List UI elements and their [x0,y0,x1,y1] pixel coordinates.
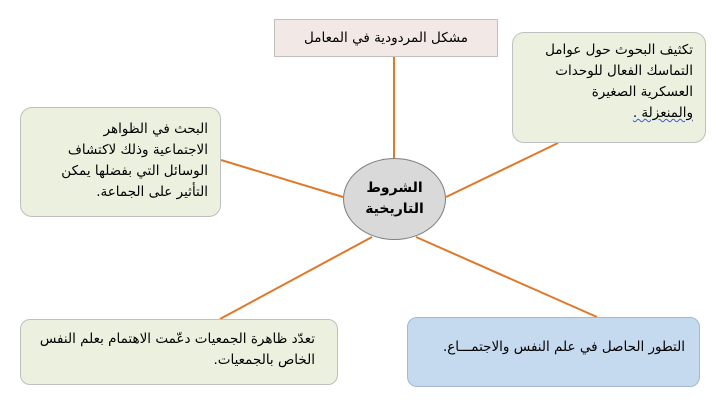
node-left-line: البحث في الظواهر [103,121,208,137]
center-node-line: الشروط [366,180,423,196]
connector-line-top-right [445,142,559,198]
node-top-text: مشكل المردودية في المعامل [304,29,468,46]
node-top: مشكل المردودية في المعامل [274,19,498,57]
node-bottom-left-line: تعدّد ظاهرة الجمعيات دعّمت الاهتمام بعلم… [39,331,315,347]
node-left-line: التأثير على الجماعة. [96,184,208,200]
node-bottom-left: تعدّد ظاهرة الجمعيات دعّمت الاهتمام بعلم… [20,319,338,385]
node-top-right-line: والمنعزلة . [632,105,693,121]
node-left-line: الوسائل التي بفضلها يمكن [61,163,208,179]
connector-line-left [220,159,344,198]
connector-line-bottom-left [219,236,373,320]
node-top-right-line: التماسك الفعال للوحدات [555,63,693,79]
node-bottom-right-text: التطور الحاصل في علم النفس والاجتمـــاع. [442,339,685,355]
node-top-right-line: تكثيف البحوث حول عوامل [545,42,693,58]
node-top-right: تكثيف البحوث حول عوامل التماسك الفعال لل… [512,32,706,143]
center-node: الشروط التاريخية [343,158,446,240]
connector-line-bottom-right [415,236,598,318]
node-bottom-left-line: الخاص بالجمعيات. [213,352,315,368]
node-bottom-right: التطور الحاصل في علم النفس والاجتمـــاع. [407,317,700,387]
node-left: البحث في الظواهر الاجتماعية وذلك لاكتشاف… [20,107,221,217]
node-left-line: الاجتماعية وذلك لاكتشاف [67,142,208,158]
node-top-right-line: العسكرية الصغيرة [591,84,693,100]
center-node-line: التاريخية [365,201,424,217]
